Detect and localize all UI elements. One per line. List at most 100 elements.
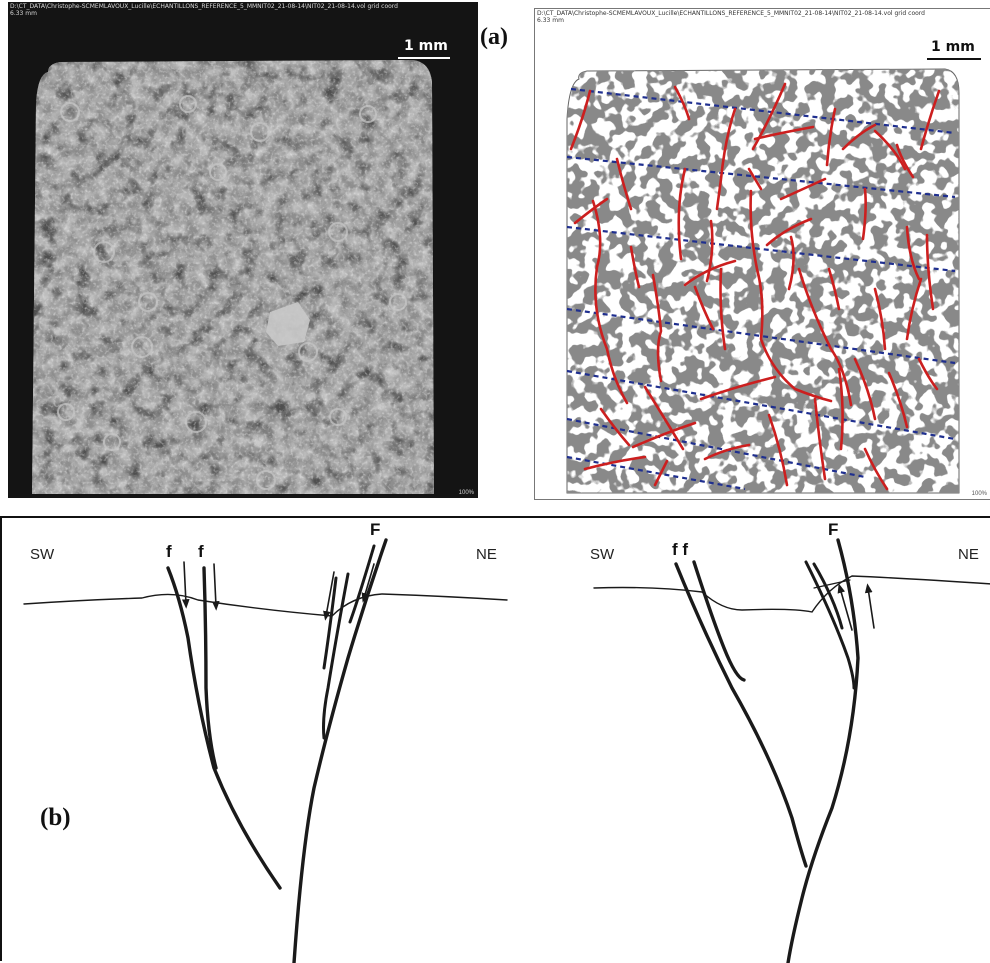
fracture bbox=[591, 199, 629, 405]
fracture bbox=[573, 197, 609, 225]
arrow-down-left-1 bbox=[181, 561, 190, 609]
fracture bbox=[631, 421, 697, 449]
fracture bbox=[629, 245, 641, 289]
fracture bbox=[765, 217, 813, 247]
fracture bbox=[683, 259, 737, 287]
fracture bbox=[861, 187, 867, 241]
fracture bbox=[599, 407, 631, 447]
fracture bbox=[677, 167, 687, 261]
arrow-down-left-2 bbox=[211, 563, 220, 611]
bedding-lines bbox=[566, 87, 956, 491]
fracture bbox=[651, 273, 663, 383]
fracture bbox=[813, 397, 827, 481]
bedding-line bbox=[566, 307, 956, 365]
fracture bbox=[787, 235, 795, 291]
fracture bbox=[767, 413, 789, 487]
left-sw-label: SW bbox=[30, 546, 55, 563]
fracture bbox=[917, 357, 939, 391]
fracture bbox=[615, 157, 633, 211]
fracture bbox=[919, 89, 941, 151]
panel-a-label: (a) bbox=[480, 24, 508, 50]
fracture bbox=[825, 107, 837, 167]
fracture bbox=[719, 267, 727, 351]
ground-surface-left bbox=[23, 593, 508, 617]
fracture bbox=[779, 177, 827, 201]
fault-F-splay-right bbox=[804, 560, 856, 690]
right-sw-label: SW bbox=[590, 546, 615, 563]
arrow-down-left-3 bbox=[323, 571, 335, 621]
fracture bbox=[653, 459, 669, 487]
fracture bbox=[827, 267, 841, 311]
map-zoom-text: 100% bbox=[971, 491, 987, 497]
fracture bbox=[699, 375, 777, 401]
fracture bbox=[853, 357, 877, 421]
left-sketch bbox=[23, 538, 508, 963]
fault-f1-right bbox=[674, 562, 808, 868]
bedding-line bbox=[566, 455, 746, 491]
fault-F-splay-left bbox=[322, 572, 350, 740]
fracture bbox=[753, 125, 815, 141]
fault-f2-right bbox=[692, 560, 746, 682]
fracture bbox=[873, 287, 887, 351]
bedding-line bbox=[566, 369, 956, 441]
fault-F-branch-left bbox=[348, 544, 376, 624]
fracture bbox=[837, 367, 844, 451]
fracture-map: D:\CT_DATA\Christophe-SCMEMLAVOUX_Lucill… bbox=[534, 8, 990, 500]
fracture bbox=[873, 129, 907, 171]
fault-F-splay2-left bbox=[322, 576, 338, 670]
fracture bbox=[643, 385, 685, 451]
arrow-down-left-4 bbox=[361, 563, 375, 603]
fracture bbox=[905, 225, 921, 281]
bedding-line bbox=[566, 155, 956, 199]
right-ff-label: f f bbox=[672, 540, 689, 559]
fracture bbox=[749, 189, 833, 403]
ct-sample-svg bbox=[32, 57, 450, 494]
map-file-path: D:\CT_DATA\Christophe-SCMEMLAVOUX_Lucill… bbox=[537, 10, 925, 24]
map-scalebar-label: 1 mm bbox=[931, 39, 975, 55]
ct-file-path: D:\CT_DATA\Christophe-SCMEMLAVOUX_Lucill… bbox=[10, 3, 398, 17]
ct-scan-image: D:\CT_DATA\Christophe-SCMEMLAVOUX_Lucill… bbox=[8, 2, 478, 498]
fracture bbox=[925, 233, 935, 311]
bedding-line bbox=[566, 417, 866, 479]
fracture bbox=[797, 267, 853, 407]
fracture bbox=[863, 447, 889, 491]
fracture bbox=[673, 85, 691, 121]
fault-f1-left bbox=[166, 566, 282, 890]
left-f1-label: f bbox=[166, 542, 172, 561]
right-ne-label: NE bbox=[958, 546, 979, 563]
fracture bbox=[569, 89, 592, 151]
fracture-map-svg bbox=[566, 58, 981, 494]
fracture bbox=[905, 277, 923, 341]
right-F-label: F bbox=[828, 520, 839, 539]
left-f2-label: f bbox=[198, 542, 204, 561]
right-sketch bbox=[593, 538, 990, 963]
fault-F-left bbox=[292, 538, 388, 963]
fault-sketch-panel: SW NE f f F SW NE f f F (b) bbox=[0, 516, 990, 963]
ct-zoom-text: 100% bbox=[458, 490, 474, 496]
fracture bbox=[705, 219, 714, 283]
fracture bbox=[895, 143, 915, 179]
fracture bbox=[693, 285, 715, 331]
fault-F-splay2-right bbox=[812, 562, 844, 630]
fault-F-right bbox=[786, 538, 860, 963]
fracture-traces bbox=[569, 82, 941, 491]
bedding-line bbox=[566, 225, 956, 273]
panel-b-label: (b) bbox=[40, 804, 71, 831]
ct-scalebar-label: 1 mm bbox=[404, 38, 448, 54]
arrow-up-right-1 bbox=[837, 583, 853, 631]
bedding-line bbox=[570, 87, 956, 135]
fracture bbox=[703, 443, 751, 461]
fracture bbox=[747, 167, 763, 191]
fracture bbox=[841, 123, 877, 151]
left-F-label: F bbox=[370, 520, 381, 539]
fracture bbox=[583, 455, 647, 471]
fracture bbox=[715, 107, 737, 211]
left-ne-label: NE bbox=[476, 546, 497, 563]
fracture bbox=[887, 371, 909, 429]
fracture bbox=[751, 82, 787, 151]
arrow-up-right-2 bbox=[864, 583, 875, 629]
fault-sketch-svg bbox=[23, 538, 990, 963]
ground-surface-right bbox=[593, 575, 990, 613]
fault-f2-left bbox=[202, 566, 218, 770]
grain-contours bbox=[567, 69, 959, 493]
